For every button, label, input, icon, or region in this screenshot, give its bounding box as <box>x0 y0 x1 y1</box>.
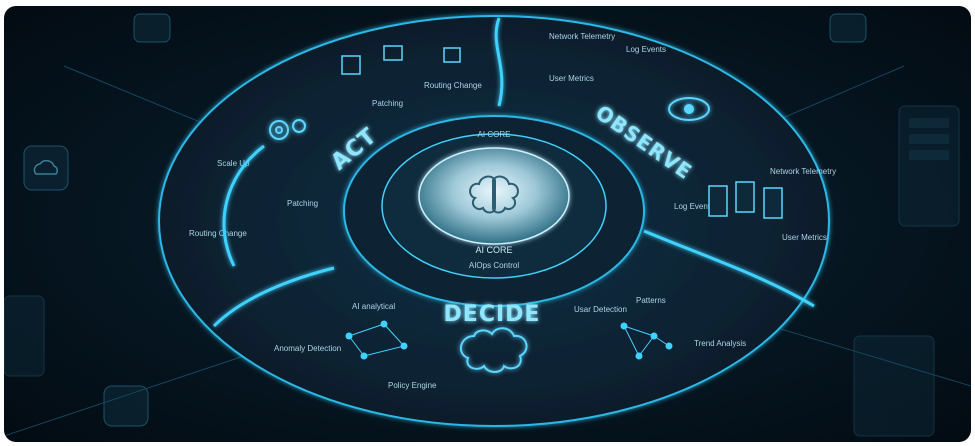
decide-label-usar: Usar Detection <box>574 305 627 314</box>
server-icon <box>708 181 783 219</box>
diagram-frame: AI CORE AI CORE AIOps Control ACT Scale … <box>4 6 971 442</box>
act-label-scale-up: Scale Up <box>217 159 250 168</box>
decide-label-ai-analytical: AI analytical <box>352 302 395 311</box>
act-label-routing-top: Routing Change <box>424 81 482 90</box>
decision-network-left <box>345 320 408 360</box>
background-decor <box>4 13 971 437</box>
database-icon <box>4 295 45 377</box>
observe-label-user-top: User Metrics <box>549 74 594 83</box>
act-arrow <box>222 144 265 267</box>
cloud-icon <box>133 13 171 43</box>
chart-icon <box>341 45 461 75</box>
core-subtitle: AIOps Control <box>469 261 519 270</box>
cloud-icon <box>23 145 69 191</box>
decide-label-anomaly: Anomaly Detection <box>274 344 341 353</box>
cloud-icon <box>103 385 149 427</box>
aiops-cycle-diagram: AI CORE AI CORE AIOps Control ACT Scale … <box>4 13 971 437</box>
decide-label-policy: Policy Engine <box>388 381 437 390</box>
brain-icon <box>469 175 519 214</box>
eye-icon <box>668 97 710 121</box>
decide-title: DECIDE <box>444 302 541 327</box>
decide-label-trend: Trend Analysis <box>694 339 746 348</box>
network-brain-icon <box>459 327 528 373</box>
decide-label-patterns: Patterns <box>636 296 666 305</box>
act-label-patching: Patching <box>287 199 318 208</box>
observe-label-network-top: Network Telemetry <box>549 32 615 41</box>
observe-label-user: User Metrics <box>782 233 827 242</box>
core-top-label: AI CORE <box>478 130 511 139</box>
server-icon <box>853 335 935 437</box>
segment-dividers <box>212 17 815 328</box>
observe-label-log: Log Events <box>674 202 714 211</box>
decision-network-right <box>620 322 673 360</box>
observe-label-network: Network Telemetry <box>770 167 836 176</box>
core-bottom-label: AI CORE <box>475 245 512 255</box>
observe-label-log-top: Log Events <box>626 45 666 54</box>
act-label-routing: Routing Change <box>189 229 247 238</box>
segment-decide: DECIDE AI analytical Anomaly Detection P… <box>274 296 746 390</box>
gear-icon <box>269 119 306 140</box>
cloud-icon <box>829 13 867 43</box>
act-label-patching-top: Patching <box>372 99 403 108</box>
